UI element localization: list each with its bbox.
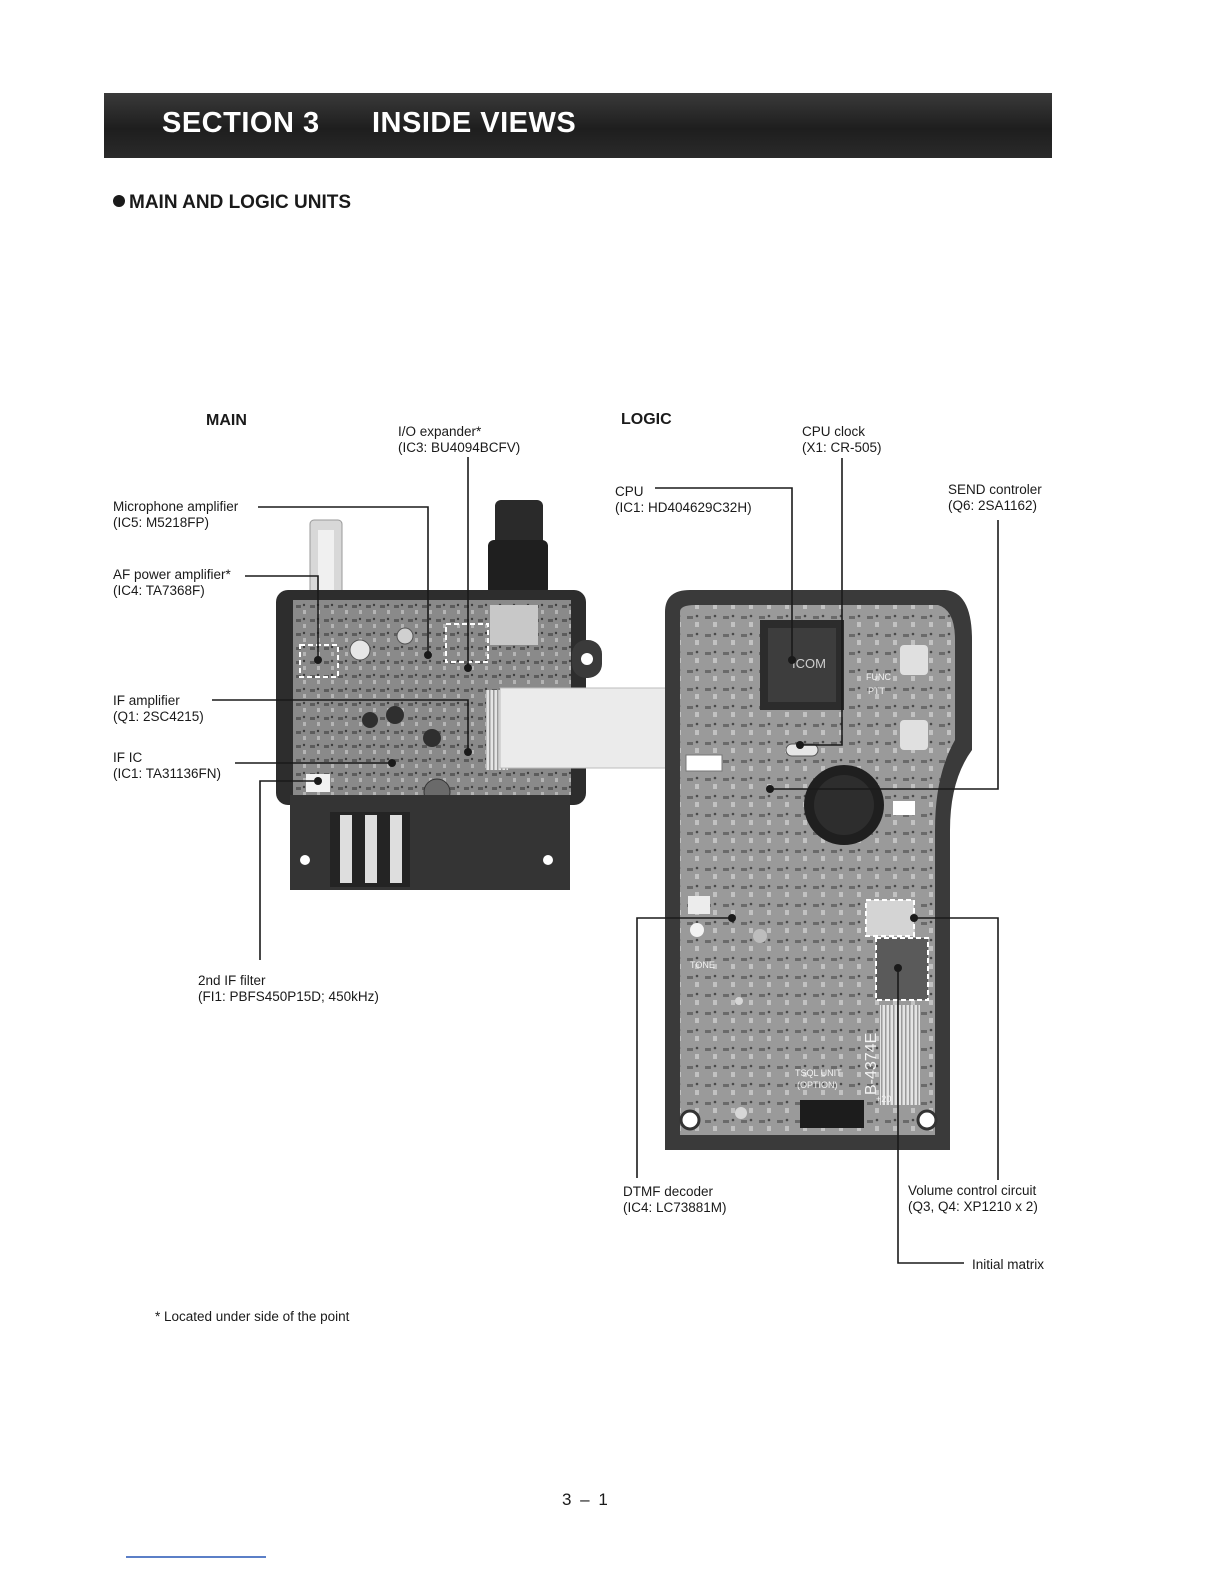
callout-af-amp: AF power amplifier* (IC4: TA7368F) [113,567,231,599]
callout-if-amp: IF amplifier (Q1: 2SC4215) [113,693,204,725]
subheading-text: MAIN AND LOGIC UNITS [129,192,352,213]
callout-part: (FI1: PBFS450P15D; 450kHz) [198,989,379,1004]
callout-name: DTMF decoder [623,1184,714,1199]
main-unit-label: MAIN [206,412,247,429]
leader-mic-amp [258,506,429,655]
callout-part: (IC4: TA7368F) [113,583,205,598]
callout-part: (IC5: M5218FP) [113,515,210,530]
callout-name: CPU clock [802,424,866,439]
leader-cpu [655,487,793,660]
section-title: INSIDE VIEWS [372,107,577,139]
callout-name: SEND controler [948,482,1042,497]
callout-name: I/O expander* [398,424,482,439]
logic-unit-photo: ICOM FUNC PTT TONE TSQL UNIT (OPTION) B-… [665,590,972,1150]
tone-marking: TONE [690,960,715,970]
leader-cpu-clock [800,458,843,746]
callout-if-ic: IF IC (IC1: TA31136FN) [113,750,221,782]
callout-name: IF amplifier [113,693,180,708]
leader-lines [212,457,999,1264]
callout-part: (IC4: LC73881M) [623,1200,727,1215]
bullet-icon [113,195,125,207]
section-number: SECTION 3 [162,107,320,139]
leader-volume-control [914,917,999,1180]
leader-send-controller [770,520,999,790]
callout-part: (IC1: HD404629C32H) [615,500,752,515]
callout-part: (Q6: 2SA1162) [948,498,1038,513]
section-header-bar: SECTION 3 INSIDE VIEWS [104,93,1052,158]
callout-part: (Q3, Q4: XP1210 x 2) [908,1199,1038,1214]
logic-unit-label: LOGIC [621,411,672,428]
ptt-marking: PTT [868,686,886,696]
bottom-rule [126,1556,266,1558]
callout-send-controller: SEND controler (Q6: 2SA1162) [948,482,1042,514]
leader-endpoints [314,651,918,972]
func-marking: FUNC [866,672,891,682]
subheading: MAIN AND LOGIC UNITS [113,192,351,214]
callout-mic-amp: Microphone amplifier (IC5: M5218FP) [113,499,238,531]
callout-cpu-clock: CPU clock (X1: CR-505) [802,424,882,456]
leader-dtmf-decoder [636,917,732,1178]
callout-dtmf-decoder: DTMF decoder (IC4: LC73881M) [623,1184,727,1216]
plus20-marking: +20 [876,1094,891,1104]
callout-name: Microphone amplifier [113,499,239,514]
callout-cpu: CPU (IC1: HD404629C32H) [615,484,752,516]
callout-name: Volume control circuit [908,1183,1037,1198]
callout-part: (X1: CR-505) [802,440,882,455]
callout-part: (IC1: TA31136FN) [113,766,222,781]
callout-name: 2nd IF filter [198,973,266,988]
leader-af-amp [245,575,319,660]
callout-2nd-if-filter: 2nd IF filter (FI1: PBFS450P15D; 450kHz) [198,973,379,1005]
callout-name: IF IC [113,750,143,765]
callout-part: (IC3: BU4094BCFV) [398,440,521,455]
tsql-unit-marking: TSQL UNIT [795,1068,842,1078]
board-id-marking: B-4374E [863,1033,880,1095]
callout-initial-matrix: Initial matrix [972,1257,1044,1273]
leader-if-amp [212,699,469,752]
callout-io-expander: I/O expander* (IC3: BU4094BCFV) [398,424,520,456]
footnote: * Located under side of the point [155,1309,350,1324]
leader-2nd-if-filter [259,780,318,960]
callout-volume-control: Volume control circuit (Q3, Q4: XP1210 x… [908,1183,1038,1215]
callout-part: (Q1: 2SC4215) [113,709,204,724]
callout-name: CPU [615,484,644,499]
cpu-chip-marking: ICOM [792,656,826,671]
callout-name: AF power amplifier* [113,567,231,582]
leader-initial-matrix [897,968,964,1264]
page-number: 3 – 1 [562,1490,610,1509]
option-marking: (OPTION) [797,1080,838,1090]
callout-name: Initial matrix [972,1257,1045,1272]
